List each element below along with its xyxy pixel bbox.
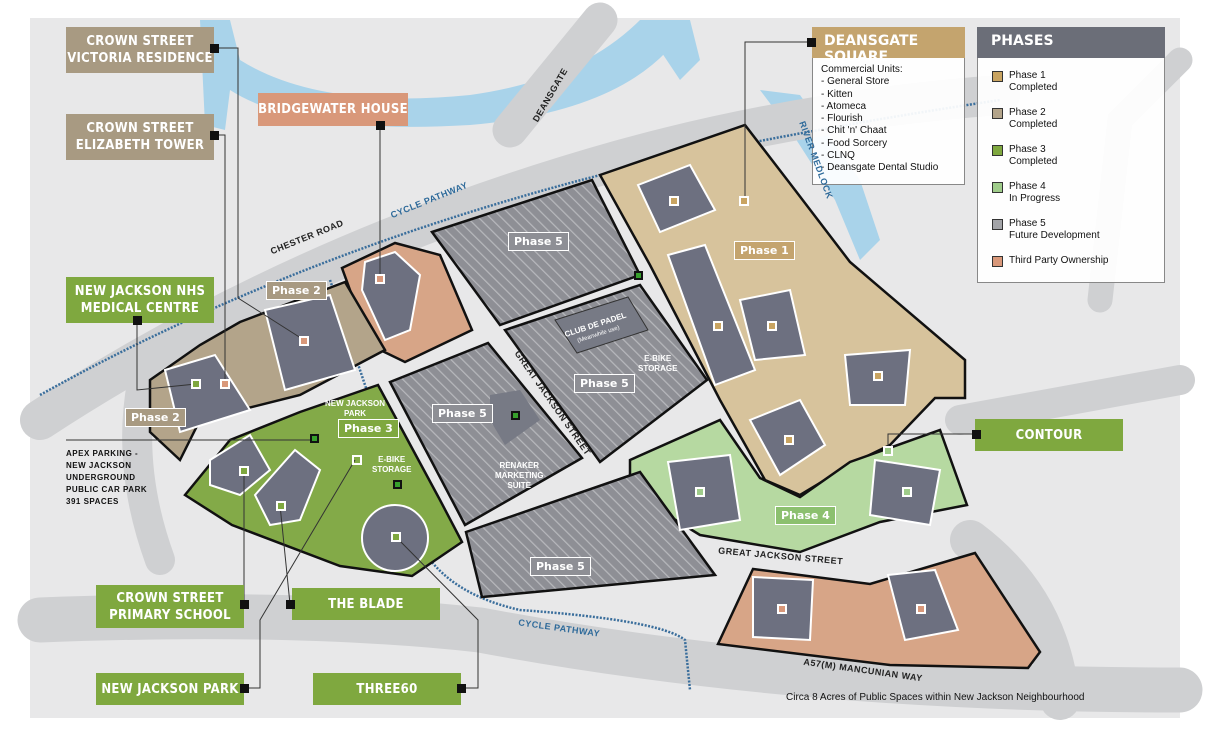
new-jackson-park-map-label: NEW JACKSON PARK: [325, 399, 386, 418]
deansgate-square-panel: Commercial Units: - General Store - Kitt…: [812, 57, 965, 185]
pointer-square: [286, 600, 295, 609]
unit-item: - CLNQ: [821, 150, 855, 162]
renaker-marker: [511, 411, 520, 420]
label-crown-street-elizabeth[interactable]: Crown Street Elizabeth Tower: [66, 114, 214, 160]
legend-name: Phase 1: [1009, 70, 1046, 81]
legend-status: Future Development: [1009, 230, 1100, 241]
legend-status: Completed: [1009, 82, 1058, 93]
legend-name: Phase 4: [1009, 181, 1046, 192]
phase-5-block-west[interactable]: [388, 341, 584, 527]
phase-5-block-central[interactable]: [502, 283, 709, 464]
legend-swatch: [992, 219, 1003, 230]
phase-tag-1: Phase 1: [734, 241, 795, 260]
ebike-marker: [393, 480, 402, 489]
legend-status: Completed: [1009, 156, 1058, 167]
legend-name: Phase 2: [1009, 107, 1046, 118]
public-spaces-footer: Circa 8 Acres of Public Spaces within Ne…: [786, 692, 1085, 703]
unit-item: - Chit 'n' Chaat: [821, 125, 887, 137]
label-the-blade[interactable]: The Blade: [292, 588, 440, 620]
connector-lines: [66, 41, 975, 689]
label-crown-street-victoria[interactable]: Crown Street Victoria Residence: [66, 27, 214, 73]
label-deansgate-square[interactable]: Deansgate Square: [812, 27, 965, 65]
pointer-square: [240, 684, 249, 693]
pointer-square: [457, 684, 466, 693]
label-three60[interactable]: Three60: [313, 673, 461, 705]
pointer-square: [376, 121, 385, 130]
legend-item-third-party: Third Party Ownership: [992, 255, 1164, 267]
legend-swatch: [992, 108, 1003, 119]
phase-tag-2: Phase 2: [125, 408, 186, 427]
legend-title: Phases: [977, 27, 1165, 58]
phase-tag-5: Phase 5: [508, 232, 569, 251]
legend-swatch: [992, 71, 1003, 82]
pointer-square: [133, 316, 142, 325]
phase-tag-5: Phase 5: [530, 557, 591, 576]
renaker-marketing-suite-label: RENAKER MARKETING SUITE: [495, 461, 544, 490]
legend-name: Phase 3: [1009, 144, 1046, 155]
pointer-square: [210, 44, 219, 53]
ebike-storage-label-park: E-BIKE STORAGE: [372, 455, 412, 474]
legend-name: Third Party Ownership: [1009, 255, 1109, 266]
ebike-storage-label: E-BIKE STORAGE: [638, 354, 678, 373]
label-nhs-medical-centre[interactable]: New Jackson NHS Medical Centre: [66, 277, 214, 323]
legend-name: Phase 5: [1009, 218, 1046, 229]
pointer-square: [210, 131, 219, 140]
phase-tag-4: Phase 4: [775, 506, 836, 525]
unit-item: - Kitten: [821, 88, 853, 100]
commercial-units-heading: Commercial Units:: [821, 64, 903, 75]
phase-tag-3: Phase 3: [338, 419, 399, 438]
unit-item: - Food Sorcery: [821, 137, 888, 149]
label-contour[interactable]: Contour: [975, 419, 1123, 451]
ebike-marker-east: [634, 271, 643, 280]
unit-item: - Deansgate Dental Studio: [821, 162, 939, 174]
legend-swatch: [992, 145, 1003, 156]
unit-item: - Atomeca: [821, 100, 867, 112]
legend-swatch: [992, 256, 1003, 267]
phase-tag-2: Phase 2: [266, 281, 327, 300]
legend-status: Completed: [1009, 119, 1058, 130]
phase-5-block-south[interactable]: [464, 470, 718, 599]
legend-swatch: [992, 182, 1003, 193]
pointer-square: [240, 600, 249, 609]
park-marker: [310, 434, 319, 443]
club-de-padel-court: [554, 296, 649, 354]
label-bridgewater-house[interactable]: Bridgewater House: [258, 93, 408, 126]
label-new-jackson-park[interactable]: New Jackson Park: [96, 673, 244, 705]
apex-parking-note: APEX PARKING - NEW JACKSON UNDERGROUND P…: [66, 449, 148, 506]
pointer-square: [972, 430, 981, 439]
legend-status: In Progress: [1009, 193, 1061, 204]
phase-tag-5: Phase 5: [432, 404, 493, 423]
phase-tag-5: Phase 5: [574, 374, 635, 393]
unit-item: - General Store: [821, 76, 890, 88]
building-markers: [191, 196, 926, 614]
label-crown-street-primary-school[interactable]: Crown Street Primary School: [96, 585, 244, 628]
pointer-square: [807, 38, 816, 47]
unit-item: - Flourish: [821, 113, 863, 125]
river-medlock: [640, 20, 880, 260]
